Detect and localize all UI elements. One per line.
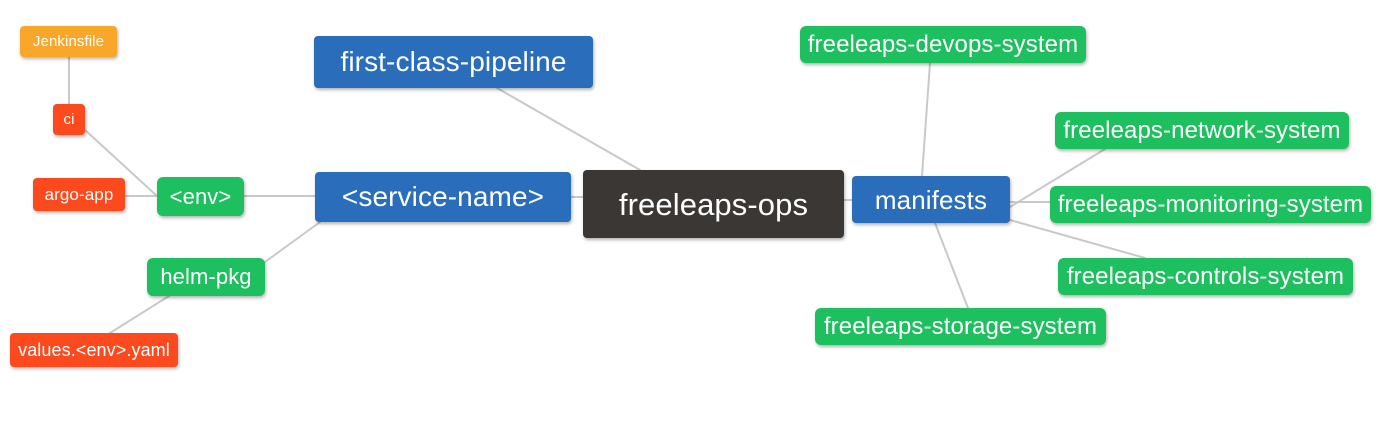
- node-label-freeleaps-network-system: freeleaps-network-system: [1063, 116, 1341, 144]
- node-values-yaml[interactable]: values.<env>.yaml: [10, 333, 178, 367]
- node-manifests[interactable]: manifests: [852, 176, 1010, 223]
- node-label-ci: ci: [63, 111, 75, 128]
- node-freeleaps-network-system[interactable]: freeleaps-network-system: [1055, 112, 1349, 149]
- node-freeleaps-devops-system[interactable]: freeleaps-devops-system: [800, 26, 1086, 63]
- node-first-class-pipeline[interactable]: first-class-pipeline: [314, 36, 593, 88]
- node-label-values-yaml: values.<env>.yaml: [18, 340, 170, 360]
- node-freeleaps-controls-system[interactable]: freeleaps-controls-system: [1058, 258, 1353, 295]
- node-label-freeleaps-devops-system: freeleaps-devops-system: [807, 30, 1079, 58]
- node-label-helm-pkg: helm-pkg: [160, 264, 252, 289]
- node-argo-app[interactable]: argo-app: [33, 178, 125, 211]
- node-label-jenkinsfile: Jenkinsfile: [32, 33, 105, 50]
- edge-manifests-to-freeleaps-controls-system: [1009, 219, 1146, 259]
- edge-manifests-to-freeleaps-devops-system: [921, 62, 931, 177]
- node-label-manifests: manifests: [874, 184, 988, 215]
- node-freeleaps-ops[interactable]: freeleaps-ops: [583, 170, 844, 238]
- node-ci[interactable]: ci: [53, 104, 85, 135]
- node-label-env: <env>: [169, 183, 232, 209]
- node-jenkinsfile[interactable]: Jenkinsfile: [20, 26, 117, 57]
- node-service-name[interactable]: <service-name>: [315, 172, 571, 222]
- edge-helm-pkg-to-values-yaml: [109, 295, 170, 334]
- node-label-freeleaps-storage-system: freeleaps-storage-system: [823, 312, 1098, 340]
- node-label-service-name: <service-name>: [341, 181, 545, 212]
- node-label-freeleaps-ops: freeleaps-ops: [618, 186, 809, 222]
- node-env[interactable]: <env>: [157, 177, 244, 216]
- node-helm-pkg[interactable]: helm-pkg: [147, 258, 265, 296]
- edge-manifests-to-freeleaps-storage-system: [934, 222, 969, 309]
- node-freeleaps-storage-system[interactable]: freeleaps-storage-system: [815, 308, 1106, 345]
- node-freeleaps-monitoring-system[interactable]: freeleaps-monitoring-system: [1050, 186, 1371, 223]
- node-label-freeleaps-monitoring-system: freeleaps-monitoring-system: [1057, 190, 1364, 218]
- node-label-first-class-pipeline: first-class-pipeline: [340, 46, 567, 77]
- edge-service-name-to-helm-pkg: [264, 221, 321, 263]
- node-label-freeleaps-controls-system: freeleaps-controls-system: [1066, 262, 1345, 290]
- node-label-argo-app: argo-app: [44, 185, 114, 204]
- edge-first-class-pipeline-to-freeleaps-ops: [496, 87, 641, 171]
